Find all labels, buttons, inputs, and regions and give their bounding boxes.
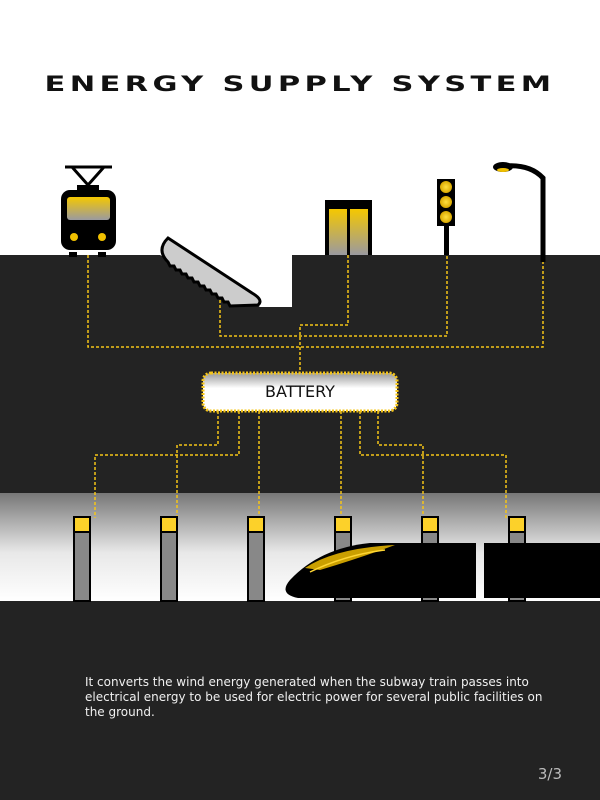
description: It converts the wind energy generated wh… — [85, 675, 543, 719]
page-indicator: 3/3 — [537, 765, 562, 783]
pillar — [73, 516, 91, 602]
battery-label: BATTERY — [265, 382, 335, 401]
pillar — [247, 516, 265, 602]
traffic-light-icon — [437, 179, 455, 255]
elevator-icon — [325, 200, 372, 255]
wires — [87, 255, 544, 518]
street-lamp-icon — [493, 162, 546, 262]
tram-icon — [61, 165, 116, 257]
subway-train — [285, 543, 600, 598]
pillar — [160, 516, 178, 602]
battery-box — [201, 371, 399, 413]
page-title: ENERGY SUPPLY SYSTEM — [44, 72, 556, 96]
escalator-icon — [160, 236, 262, 308]
